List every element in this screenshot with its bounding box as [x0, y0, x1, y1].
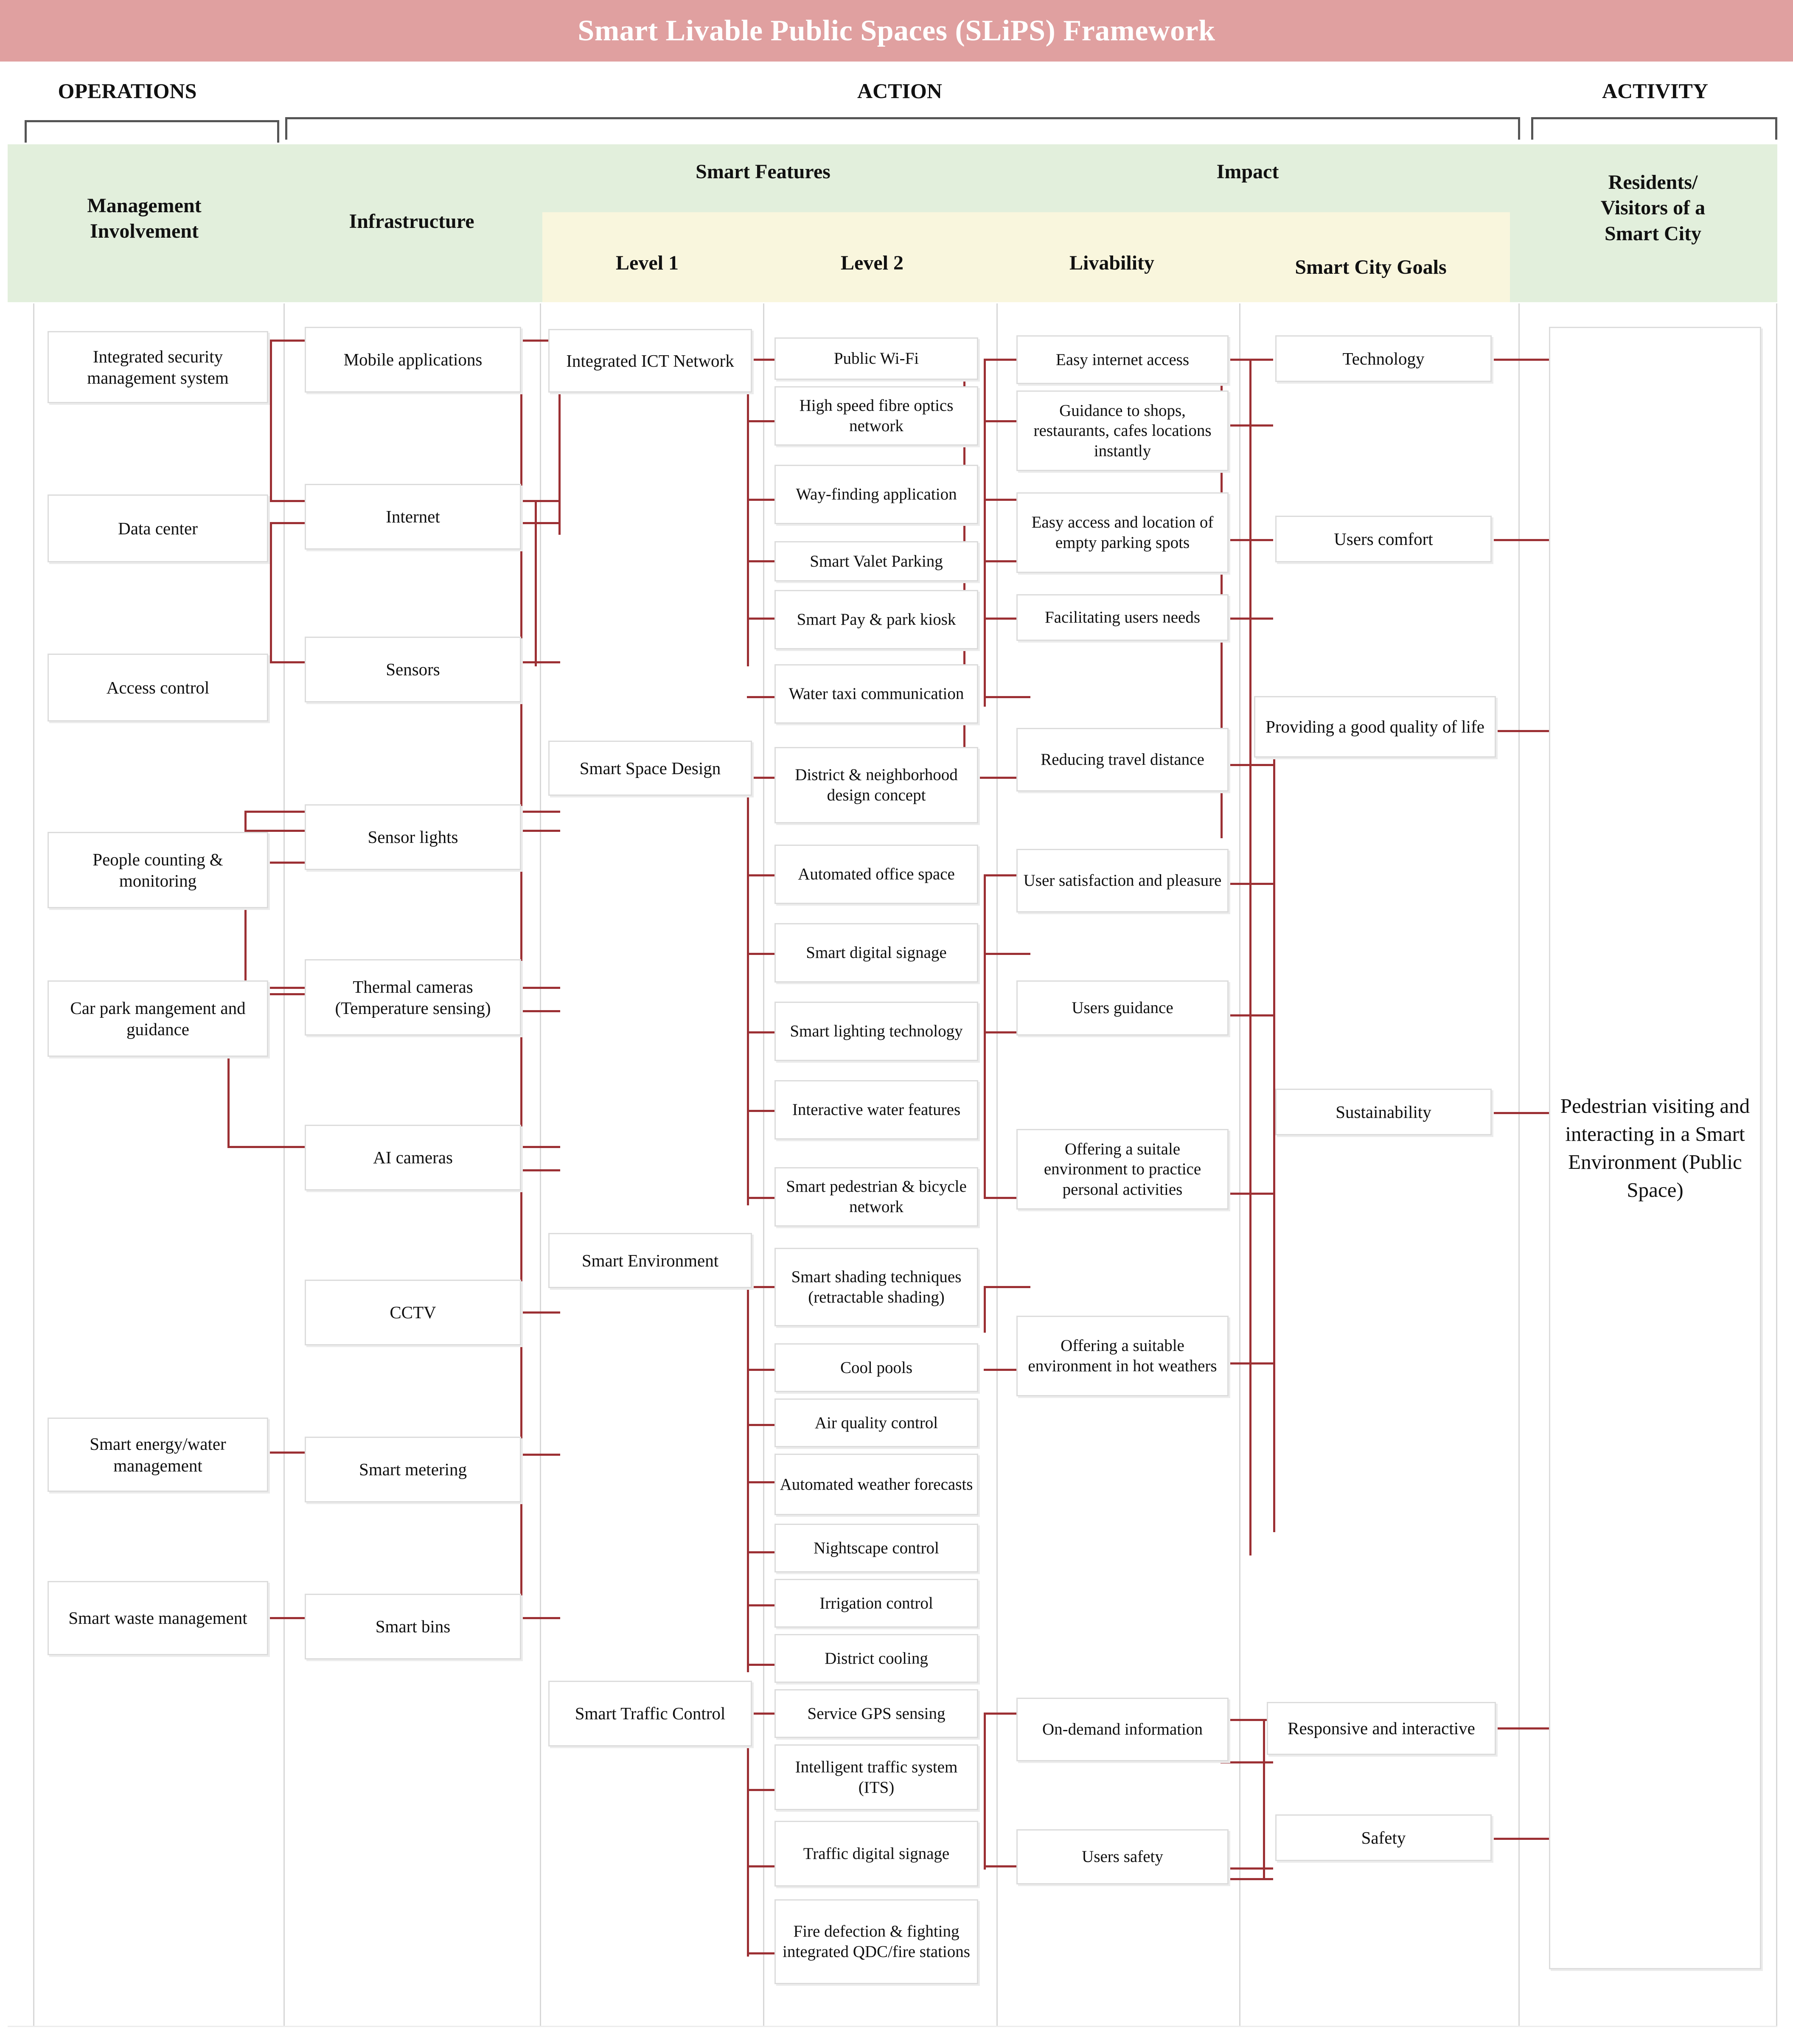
- livability-box[interactable]: Easy internet access: [1016, 335, 1229, 384]
- level2-box[interactable]: Smart Valet Parking: [774, 541, 978, 581]
- level2-box[interactable]: Smart Pay & park kiosk: [774, 590, 978, 649]
- infrastructure-box[interactable]: Smart metering: [305, 1437, 521, 1502]
- infrastructure-box[interactable]: Sensor lights: [305, 804, 521, 870]
- column-header-management-involvement: Management Involvement: [87, 194, 202, 243]
- level2-box[interactable]: Way-finding application: [774, 465, 978, 524]
- management-involvement-box[interactable]: Smart energy/water management: [48, 1418, 268, 1492]
- level1-box[interactable]: Integrated ICT Network: [548, 329, 752, 393]
- management-involvement-box[interactable]: Car park mangement and guidance: [48, 980, 268, 1057]
- band-title-impact: Impact: [1216, 160, 1279, 183]
- level2-box[interactable]: Automated weather forecasts: [774, 1454, 978, 1515]
- column-separator-2: [540, 303, 541, 2027]
- livability-box[interactable]: Guidance to shops, restaurants, cafes lo…: [1016, 390, 1229, 471]
- brace-action: [285, 117, 1520, 140]
- level2-box[interactable]: Interactive water features: [774, 1080, 978, 1140]
- column-header-level1: Level 1: [616, 252, 679, 274]
- column-separator-6: [1518, 303, 1520, 2027]
- column-header-infrastructure: Infrastructure: [349, 210, 474, 233]
- level2-box[interactable]: Air quality control: [774, 1398, 978, 1447]
- infrastructure-box[interactable]: Smart bins: [305, 1594, 521, 1659]
- column-separator-7: [1776, 303, 1777, 2027]
- header-band-cream: [542, 212, 1510, 302]
- level2-box[interactable]: Smart pedestrian & bicycle network: [774, 1167, 978, 1227]
- infrastructure-box[interactable]: Sensors: [305, 637, 521, 702]
- level2-box[interactable]: Public Wi-Fi: [774, 337, 978, 380]
- smart-city-goal-box[interactable]: Providing a good quality of life: [1254, 696, 1496, 758]
- livability-box[interactable]: User satisfaction and pleasure: [1016, 849, 1229, 912]
- infrastructure-box[interactable]: CCTV: [305, 1280, 521, 1345]
- level2-box[interactable]: Smart shading techniques (retractable sh…: [774, 1248, 978, 1326]
- column-separator-0: [33, 303, 34, 2027]
- infrastructure-box[interactable]: Thermal cameras (Temperature sensing): [305, 959, 521, 1036]
- group-label-activity: ACTIVITY: [1602, 79, 1709, 103]
- level2-box[interactable]: Fire defection & fighting integrated QDC…: [774, 1899, 978, 1984]
- livability-box[interactable]: Users guidance: [1016, 980, 1229, 1036]
- brace-activity: [1531, 117, 1777, 140]
- smart-city-goal-box[interactable]: Users comfort: [1275, 516, 1492, 562]
- column-separator-5: [1239, 303, 1240, 2027]
- level2-box[interactable]: District & neighborhood design concept: [774, 747, 978, 823]
- management-involvement-box[interactable]: Smart waste management: [48, 1581, 268, 1655]
- column-header-smart-city-goals: Smart City Goals: [1295, 256, 1447, 278]
- level2-box[interactable]: Traffic digital signage: [774, 1821, 978, 1887]
- infrastructure-box[interactable]: AI cameras: [305, 1125, 521, 1190]
- bottom-rule: [8, 2026, 1777, 2027]
- level2-box[interactable]: Intelligent traffic system (ITS): [774, 1744, 978, 1810]
- column-separator-1: [283, 303, 285, 2027]
- level2-box[interactable]: Smart lighting technology: [774, 1002, 978, 1061]
- level2-box[interactable]: High speed fibre optics network: [774, 386, 978, 446]
- column-separator-3: [763, 303, 764, 2027]
- smart-city-goal-box[interactable]: Technology: [1275, 335, 1492, 382]
- column-separator-4: [996, 303, 998, 2027]
- level2-box[interactable]: Smart digital signage: [774, 923, 978, 983]
- brace-operations: [25, 120, 279, 143]
- level1-box[interactable]: Smart Environment: [548, 1233, 752, 1288]
- level2-box[interactable]: Nightscape control: [774, 1524, 978, 1572]
- livability-box[interactable]: Facilitating users needs: [1016, 594, 1229, 641]
- smart-city-goal-box[interactable]: Sustainability: [1275, 1089, 1492, 1135]
- level2-box[interactable]: Automated office space: [774, 845, 978, 904]
- management-involvement-box[interactable]: People counting & monitoring: [48, 832, 268, 908]
- column-header-activity: Residents/ Visitors of a Smart City: [1600, 171, 1706, 245]
- group-label-action: ACTION: [857, 79, 943, 103]
- management-involvement-box[interactable]: Integrated security management system: [48, 331, 268, 403]
- activity-outcome-box[interactable]: Pedestrian visiting and interacting in a…: [1549, 327, 1761, 1969]
- group-label-operations: OPERATIONS: [58, 79, 197, 103]
- smart-city-goal-box[interactable]: Safety: [1275, 1814, 1492, 1861]
- band-title-smart-features: Smart Features: [696, 160, 831, 183]
- infrastructure-box[interactable]: Mobile applications: [305, 327, 521, 393]
- management-involvement-box[interactable]: Access control: [48, 654, 268, 722]
- livability-box[interactable]: Easy access and location of empty parkin…: [1016, 492, 1229, 573]
- livability-box[interactable]: Reducing travel distance: [1016, 728, 1229, 792]
- column-header-level2: Level 2: [841, 252, 904, 274]
- livability-box[interactable]: Offering a suitable environment in hot w…: [1016, 1316, 1229, 1396]
- level1-box[interactable]: Smart Space Design: [548, 741, 752, 796]
- level2-box[interactable]: Water taxi communication: [774, 664, 978, 724]
- smart-city-goal-box[interactable]: Responsive and interactive: [1267, 1702, 1496, 1755]
- livability-box[interactable]: Offering a suitale environment to practi…: [1016, 1129, 1229, 1210]
- level2-box[interactable]: Cool pools: [774, 1343, 978, 1392]
- management-involvement-box[interactable]: Data center: [48, 494, 268, 562]
- level2-box[interactable]: District cooling: [774, 1634, 978, 1683]
- level1-box[interactable]: Smart Traffic Control: [548, 1681, 752, 1746]
- page-title: Smart Livable Public Spaces (SLiPS) Fram…: [578, 14, 1215, 47]
- livability-box[interactable]: On-demand information: [1016, 1698, 1229, 1761]
- level2-box[interactable]: Service GPS sensing: [774, 1689, 978, 1738]
- column-header-livability: Livability: [1069, 252, 1155, 274]
- level2-box[interactable]: Irrigation control: [774, 1579, 978, 1628]
- framework-title-banner: Smart Livable Public Spaces (SLiPS) Fram…: [0, 0, 1793, 62]
- infrastructure-box[interactable]: Internet: [305, 484, 521, 550]
- livability-box[interactable]: Users safety: [1016, 1829, 1229, 1884]
